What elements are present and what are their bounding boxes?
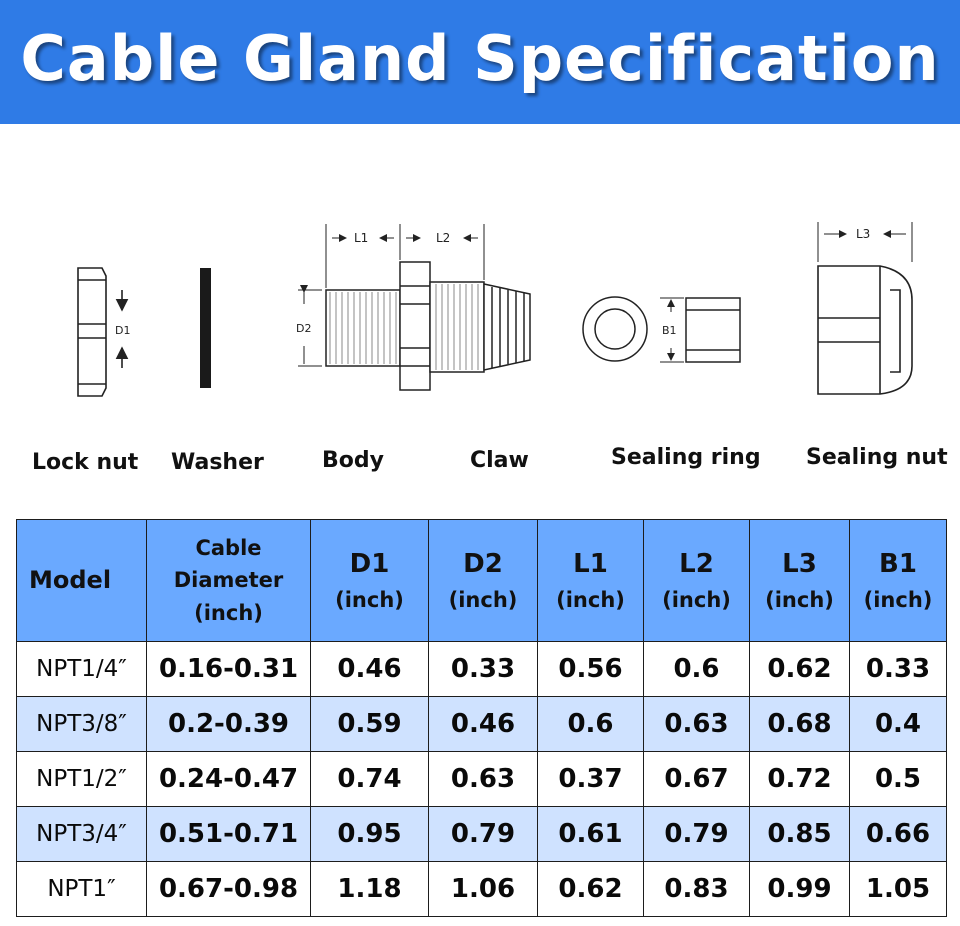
cell-d1: 0.59: [310, 696, 429, 752]
header-d2-label: D2: [463, 549, 503, 580]
sealing-nut-drawing: [817, 265, 913, 395]
label-sealing-nut: Sealing nut: [806, 445, 948, 470]
table-row: NPT3/4″ 0.51-0.71 0.95 0.79 0.61 0.79 0.…: [16, 806, 947, 862]
header-b1-label: B1: [879, 549, 917, 580]
cell-l1: 0.37: [537, 751, 644, 807]
exploded-diagram: D1: [77, 222, 913, 397]
header-cable-unit: (inch): [194, 600, 263, 625]
header-cable-diameter: Cable Diameter (inch): [146, 519, 311, 642]
cell-cable: 0.51-0.71: [146, 806, 311, 862]
table-row: NPT1″ 0.67-0.98 1.18 1.06 0.62 0.83 0.99…: [16, 861, 947, 917]
cell-l3: 0.85: [749, 806, 850, 862]
body-drawing: [325, 261, 485, 391]
spec-table: Model Cable Diameter (inch) D1 (inch) D2…: [16, 519, 947, 917]
cell-b1: 1.05: [849, 861, 947, 917]
dim-label-d1: D1: [115, 324, 130, 337]
cell-d1: 1.18: [310, 861, 429, 917]
header-b1: B1 (inch): [849, 519, 947, 642]
washer-drawing: [200, 268, 211, 388]
cell-d2: 0.33: [428, 641, 538, 697]
page-title: Cable Gland Specification: [20, 22, 940, 95]
cell-d1: 0.95: [310, 806, 429, 862]
header-l1: L1 (inch): [537, 519, 644, 642]
cell-b1: 0.5: [849, 751, 947, 807]
cell-d2: 0.79: [428, 806, 538, 862]
label-body: Body: [322, 448, 384, 473]
cell-l3: 0.68: [749, 696, 850, 752]
header-d2: D2 (inch): [428, 519, 538, 642]
cell-d1: 0.46: [310, 641, 429, 697]
cell-model: NPT1/2″: [16, 751, 147, 807]
table-row: NPT1/2″ 0.24-0.47 0.74 0.63 0.37 0.67 0.…: [16, 751, 947, 807]
header-cable-line1: Cable: [195, 535, 262, 560]
cell-l2: 0.63: [643, 696, 750, 752]
header-l2: L2 (inch): [643, 519, 750, 642]
cell-model: NPT1″: [16, 861, 147, 917]
dim-label-d2: D2: [296, 322, 311, 335]
label-sealing-ring: Sealing ring: [611, 445, 761, 470]
cell-b1: 0.33: [849, 641, 947, 697]
header-l1-label: L1: [573, 549, 608, 580]
cell-model: NPT1/4″: [16, 641, 147, 697]
dim-label-b1: B1: [662, 324, 677, 337]
cell-l2: 0.67: [643, 751, 750, 807]
header-b1-unit: (inch): [863, 588, 933, 613]
header-l1-unit: (inch): [556, 588, 625, 613]
cell-l2: 0.83: [643, 861, 750, 917]
cell-l3: 0.62: [749, 641, 850, 697]
header-l3: L3 (inch): [749, 519, 850, 642]
header-l3-label: L3: [782, 549, 817, 580]
cell-d2: 1.06: [428, 861, 538, 917]
header-d1: D1 (inch): [310, 519, 429, 642]
title-banner: Cable Gland Specification: [0, 0, 960, 124]
cell-l1: 0.56: [537, 641, 644, 697]
header-d1-label: D1: [349, 549, 390, 580]
cell-l1: 0.61: [537, 806, 644, 862]
cell-cable: 0.67-0.98: [146, 861, 311, 917]
cell-model: NPT3/4″: [16, 806, 147, 862]
cell-model: NPT3/8″: [16, 696, 147, 752]
cell-l1: 0.6: [537, 696, 644, 752]
lock-nut-drawing: [77, 267, 129, 397]
table-header-row: Model Cable Diameter (inch) D1 (inch) D2…: [16, 519, 947, 642]
cell-l3: 0.99: [749, 861, 850, 917]
cell-cable: 0.2-0.39: [146, 696, 311, 752]
header-l2-unit: (inch): [662, 588, 731, 613]
label-washer: Washer: [171, 450, 264, 475]
cell-cable: 0.16-0.31: [146, 641, 311, 697]
sealing-ring-drawing: [582, 296, 741, 363]
claw-drawing: [483, 283, 531, 371]
header-l2-label: L2: [679, 549, 714, 580]
cell-d2: 0.63: [428, 751, 538, 807]
cell-l2: 0.79: [643, 806, 750, 862]
cell-l3: 0.72: [749, 751, 850, 807]
dim-label-l3: L3: [856, 227, 870, 241]
dim-label-l2: L2: [436, 231, 450, 245]
label-lock-nut: Lock nut: [32, 450, 139, 475]
header-l3-unit: (inch): [765, 588, 834, 613]
cell-l1: 0.62: [537, 861, 644, 917]
header-cable-line2: Diameter: [173, 568, 284, 593]
header-d1-unit: (inch): [335, 588, 404, 613]
header-model: Model: [16, 519, 147, 642]
cell-l2: 0.6: [643, 641, 750, 697]
label-claw: Claw: [470, 448, 529, 473]
cell-b1: 0.66: [849, 806, 947, 862]
table-row: NPT1/4″ 0.16-0.31 0.46 0.33 0.56 0.6 0.6…: [16, 641, 947, 697]
cell-d2: 0.46: [428, 696, 538, 752]
cell-cable: 0.24-0.47: [146, 751, 311, 807]
dim-label-l1: L1: [354, 231, 368, 245]
cell-b1: 0.4: [849, 696, 947, 752]
cell-d1: 0.74: [310, 751, 429, 807]
table-row: NPT3/8″ 0.2-0.39 0.59 0.46 0.6 0.63 0.68…: [16, 696, 947, 752]
header-d2-unit: (inch): [448, 588, 518, 613]
